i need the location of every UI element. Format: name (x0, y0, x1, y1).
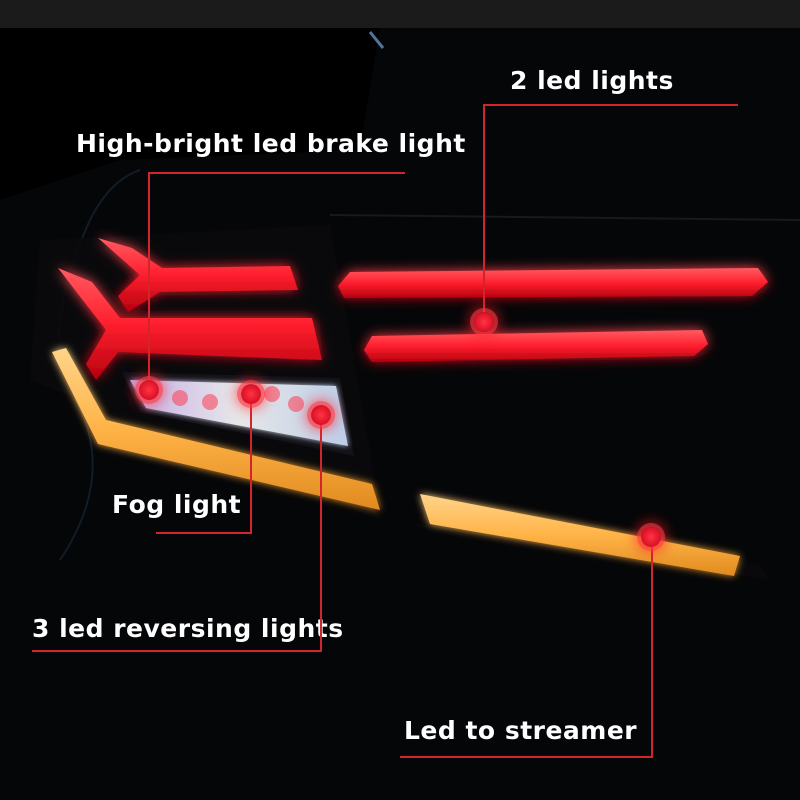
trunk-edge (329, 214, 800, 221)
callout-reversing-lights-line (32, 650, 322, 652)
callout-led-lights-leader (483, 104, 485, 320)
callout-fog-light-label: Fog light (112, 490, 242, 519)
callout-brake-light-label: High-bright led brake light (76, 129, 466, 158)
callout-streamer-label: Led to streamer (404, 716, 638, 745)
led-light-bars (338, 268, 768, 362)
callout-fog-light-line (156, 532, 252, 534)
callout-led-lights-marker-icon (474, 312, 494, 332)
car-body-shape (0, 28, 800, 800)
tail-light-photo (0, 28, 800, 800)
lamp-housing (30, 225, 770, 580)
tail-light-illustration (0, 28, 800, 800)
callout-fog-light-marker-icon (241, 384, 261, 404)
callout-brake-light-leader (148, 172, 150, 388)
callout-brake-light-line (148, 172, 405, 174)
callout-led-lights-label: 2 led lights (510, 66, 674, 95)
callout-streamer-marker-icon (641, 527, 661, 547)
callout-streamer-leader (651, 538, 653, 758)
callout-reversing-lights-label: 3 led reversing lights (32, 614, 344, 643)
callout-fog-light-leader (250, 394, 252, 534)
turn-signal-bars (52, 348, 740, 576)
reversing-lamp (122, 372, 354, 456)
callout-led-lights-line (483, 104, 738, 106)
callout-brake-light-marker-icon (139, 380, 159, 400)
callout-reversing-lights-leader (320, 414, 322, 652)
callout-reversing-lights-marker-icon (311, 405, 331, 425)
callout-streamer-line (400, 756, 653, 758)
